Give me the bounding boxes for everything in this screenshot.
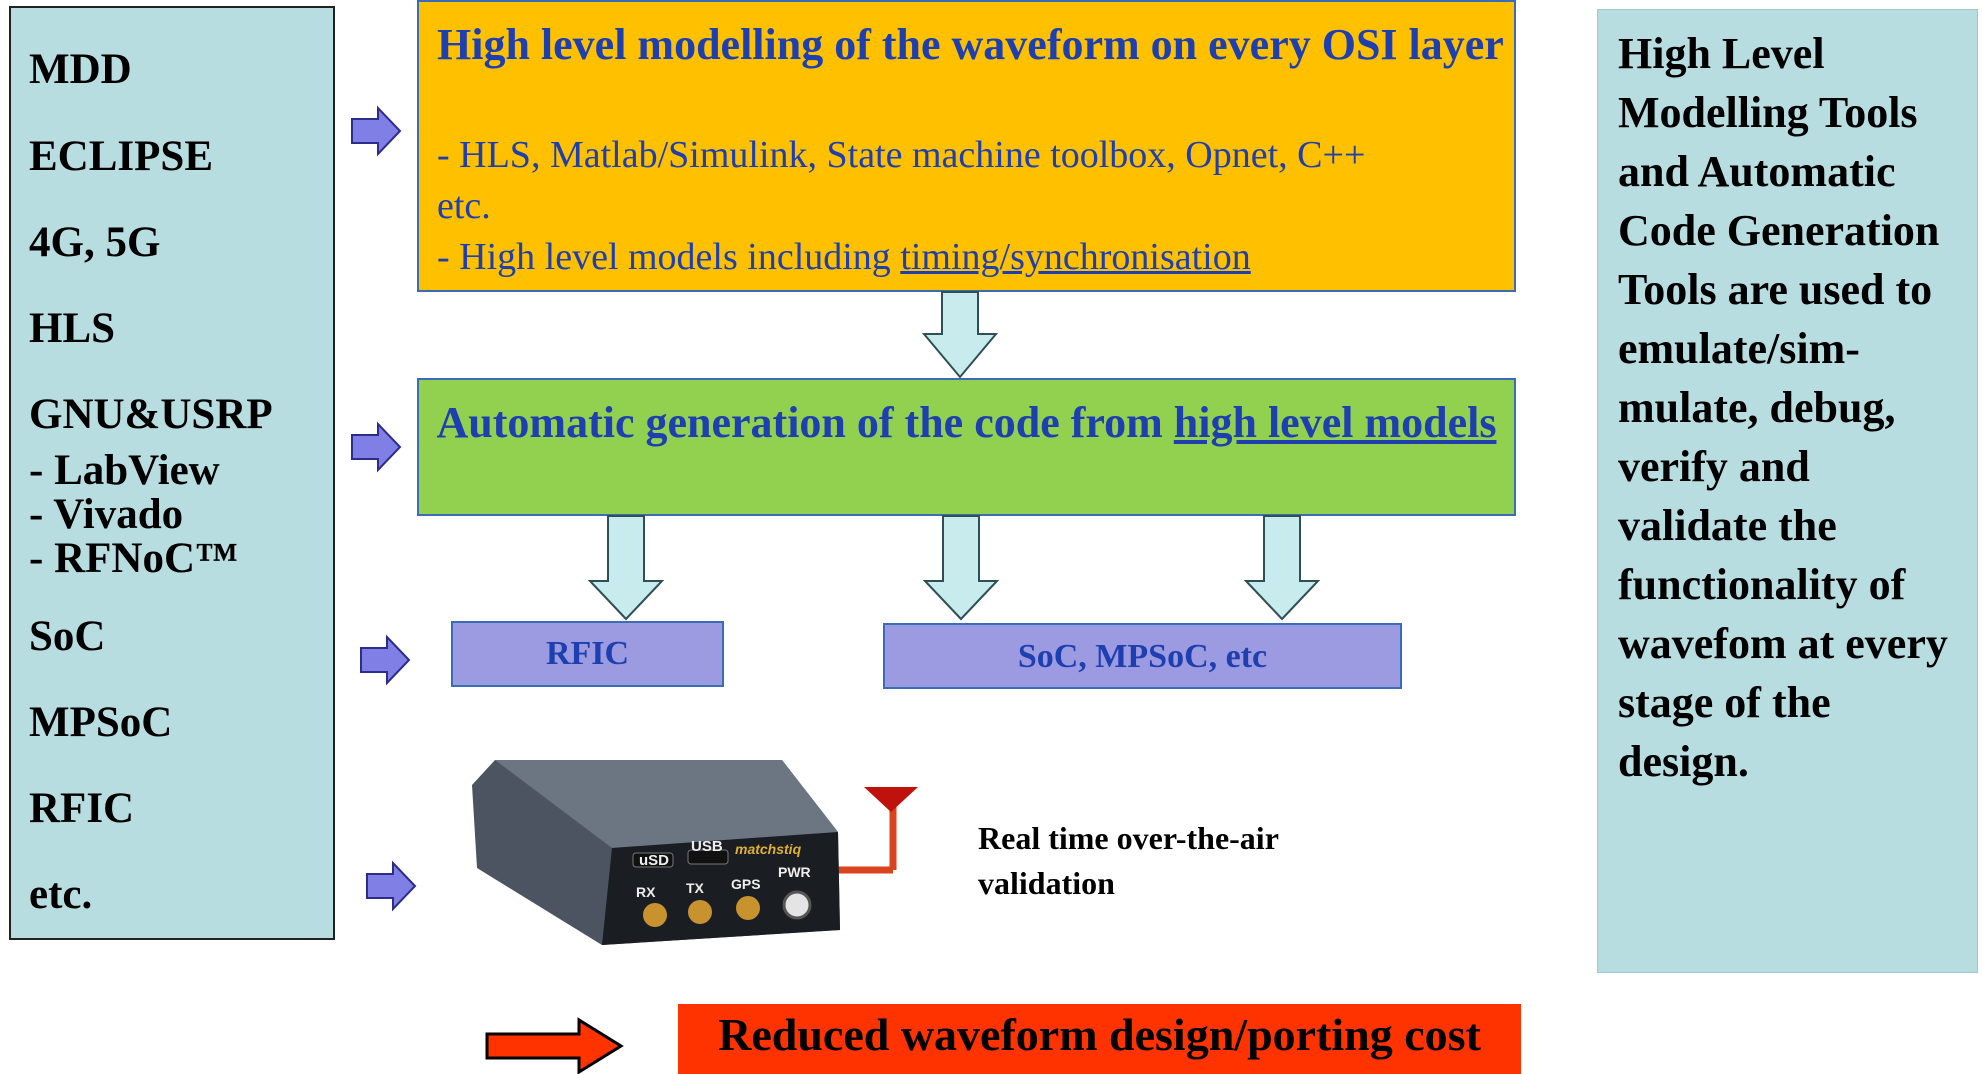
port-label: TX xyxy=(686,880,704,896)
list-item: MPSoC xyxy=(29,699,173,746)
box-line: - High level models including timing/syn… xyxy=(437,235,1251,279)
left-topic-list: MDD ECLIPSE 4G, 5G HLS GNU&USRP - LabVie… xyxy=(9,6,335,940)
summary-text: High Level Modelling Tools and Automatic… xyxy=(1618,29,1948,786)
timing-link[interactable]: timing/synchronisation xyxy=(900,236,1251,278)
down-arrow-icon xyxy=(587,515,665,621)
device-brand: matchstiq xyxy=(735,841,802,857)
rfic-box: RFIC xyxy=(451,621,724,687)
banner-text: Reduced waveform design/porting cost xyxy=(718,1009,1481,1060)
list-sub-item: - Vivado xyxy=(29,491,184,538)
list-sub-item: - LabView xyxy=(29,447,220,494)
list-item: MDD xyxy=(29,46,132,93)
down-arrow-icon xyxy=(921,291,999,379)
box-line-prefix: - High level models including xyxy=(437,236,901,278)
code-generation-box: Automatic generation of the code from hi… xyxy=(417,378,1516,516)
right-arrow-icon xyxy=(351,421,402,473)
right-arrow-icon xyxy=(366,860,417,912)
sdr-device-icon xyxy=(472,760,918,945)
box-title: High level modelling of the waveform on … xyxy=(437,20,1504,69)
box-text-prefix: Automatic generation of the code from xyxy=(436,398,1174,447)
box-line: etc. xyxy=(437,185,491,227)
list-item: GNU&USRP xyxy=(29,391,273,438)
list-item: ECLIPSE xyxy=(29,133,214,180)
list-item: RFIC xyxy=(29,785,135,832)
list-item: HLS xyxy=(29,305,116,352)
box-line: - HLS, Matlab/Simulink, State machine to… xyxy=(437,134,1366,176)
list-item: SoC xyxy=(29,613,106,660)
summary-box: High Level Modelling Tools and Automatic… xyxy=(1597,9,1978,973)
right-arrow-icon xyxy=(360,634,411,686)
right-arrow-icon xyxy=(351,105,402,157)
list-item: 4G, 5G xyxy=(29,219,161,266)
high-level-modelling-box: High level modelling of the waveform on … xyxy=(417,0,1516,292)
high-level-models-link[interactable]: high level models xyxy=(1173,398,1497,447)
list-sub-item: - RFNoC™ xyxy=(29,535,238,582)
down-arrow-icon xyxy=(1243,515,1321,621)
list-item: etc. xyxy=(29,871,93,918)
port-label: USB xyxy=(691,838,723,855)
port-label: uSD xyxy=(639,852,669,869)
port-label: RX xyxy=(636,884,656,900)
box-text: Automatic generation of the code from hi… xyxy=(429,394,1504,452)
port-label: GPS xyxy=(731,876,761,892)
soc-box: SoC, MPSoC, etc xyxy=(883,623,1402,689)
red-right-arrow-icon xyxy=(485,1017,624,1074)
port-label: PWR xyxy=(778,864,811,880)
down-arrow-icon xyxy=(922,515,1000,621)
reduced-cost-banner: Reduced waveform design/porting cost xyxy=(678,1004,1521,1074)
ota-validation-caption: Real time over-the-air validation xyxy=(978,820,1279,901)
